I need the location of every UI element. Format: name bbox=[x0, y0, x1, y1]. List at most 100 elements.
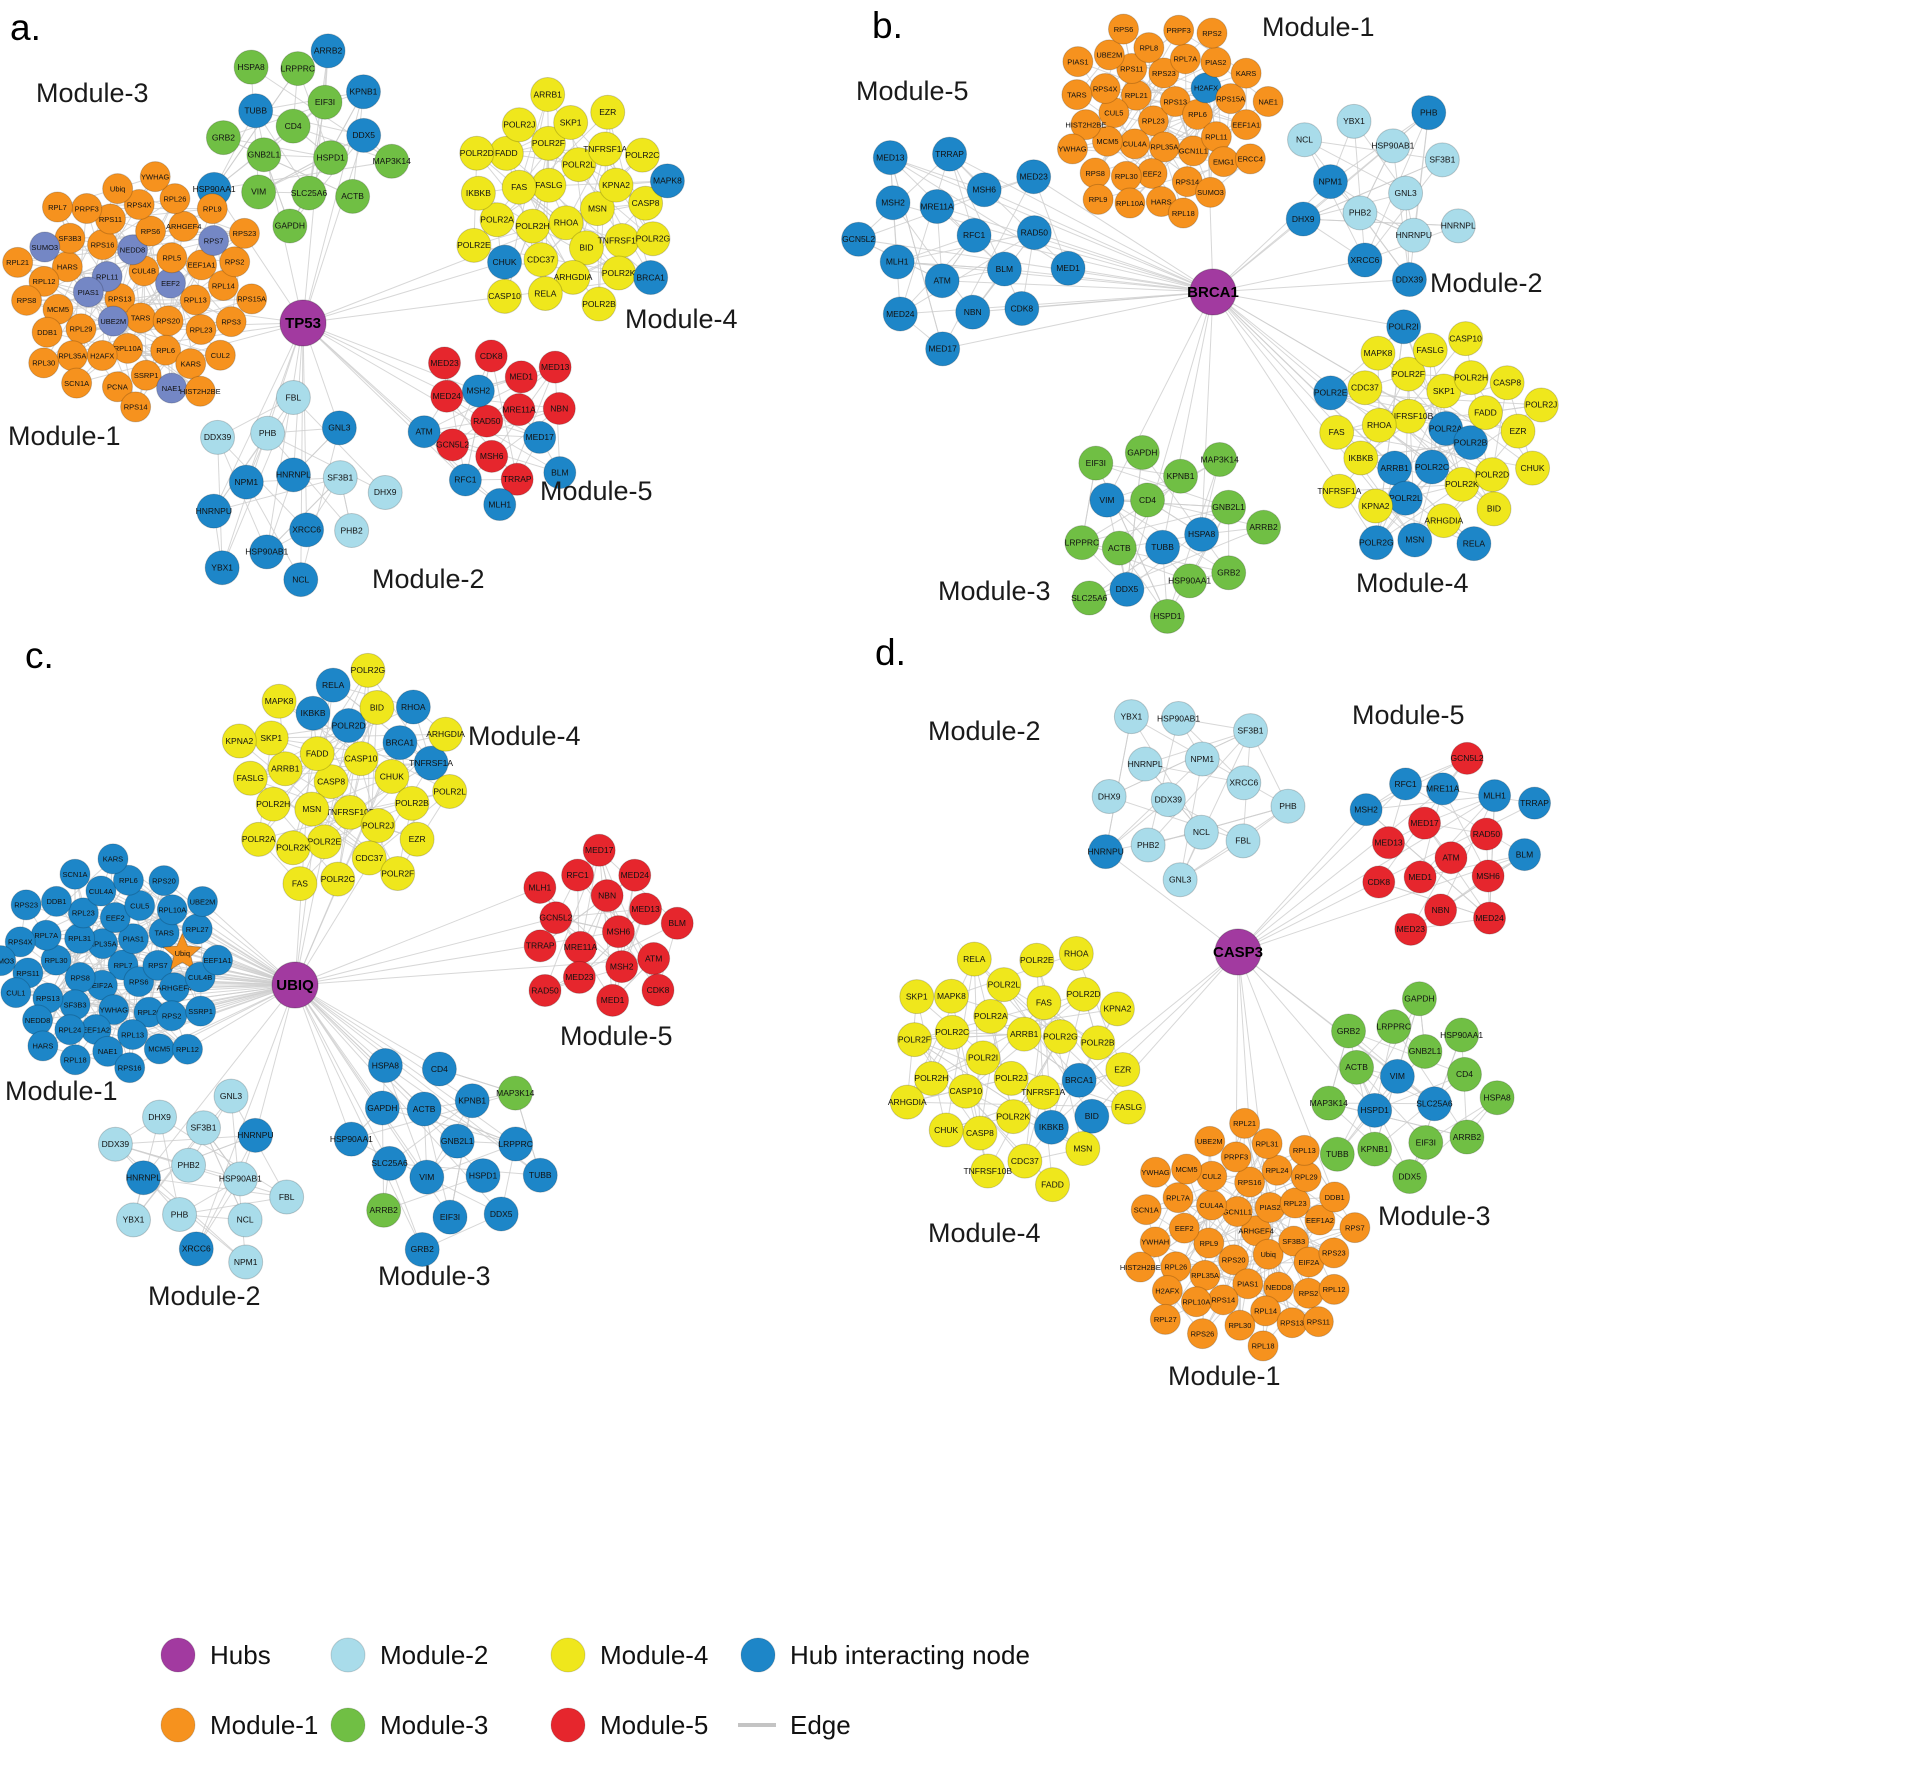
network-node[interactable]: HSP90AB1 bbox=[1371, 129, 1414, 163]
network-node[interactable]: TNFRSF10B bbox=[963, 1154, 1012, 1188]
network-node[interactable]: POLR2G bbox=[636, 222, 671, 256]
network-node[interactable]: RPS2 bbox=[1197, 18, 1227, 48]
network-node[interactable]: MAP3K14 bbox=[1201, 442, 1240, 476]
network-node[interactable]: MCM5 bbox=[144, 1034, 174, 1064]
network-node[interactable]: GNL3 bbox=[214, 1079, 248, 1113]
network-node[interactable]: MAPK8 bbox=[1361, 336, 1395, 370]
network-node[interactable]: KPNA2 bbox=[599, 168, 633, 202]
network-node[interactable]: DHX9 bbox=[368, 475, 402, 509]
network-node[interactable]: POLR2J bbox=[1524, 388, 1558, 422]
hub-node-tp53[interactable]: TP53 bbox=[280, 300, 326, 346]
network-node[interactable]: POLR2L bbox=[433, 774, 467, 808]
network-node[interactable]: RPL18 bbox=[1168, 198, 1198, 228]
network-node[interactable]: CHUK bbox=[1516, 451, 1550, 485]
network-node[interactable]: IKBKB bbox=[1034, 1110, 1068, 1144]
network-node[interactable]: POLR2K bbox=[1445, 467, 1479, 501]
network-node[interactable]: H2AFX bbox=[1152, 1276, 1182, 1306]
network-node[interactable]: DDX39 bbox=[98, 1127, 132, 1161]
network-node[interactable]: POLR2L bbox=[987, 968, 1021, 1002]
network-node[interactable]: BRCA1 bbox=[383, 726, 417, 760]
network-node[interactable]: DDX39 bbox=[201, 420, 235, 454]
network-node[interactable]: RPS13 bbox=[1277, 1308, 1307, 1338]
network-node[interactable]: POLR2H bbox=[1454, 361, 1488, 395]
hub-node-ubiq[interactable]: UBIQ bbox=[272, 962, 318, 1008]
network-node[interactable]: RPL30 bbox=[1111, 161, 1141, 191]
network-node[interactable]: MED13 bbox=[539, 351, 571, 383]
network-node[interactable]: ARRB1 bbox=[268, 752, 302, 786]
network-node[interactable]: MSH2 bbox=[462, 375, 494, 407]
network-node[interactable]: PHB bbox=[1412, 96, 1446, 130]
network-node[interactable]: TNFRSF1A bbox=[1317, 474, 1361, 508]
network-node[interactable]: MED17 bbox=[524, 421, 556, 453]
network-node[interactable]: SLC25A6 bbox=[1416, 1087, 1453, 1121]
network-node[interactable]: EEF2 bbox=[1169, 1213, 1199, 1243]
network-node[interactable]: CASP8 bbox=[1490, 366, 1524, 400]
network-node[interactable]: VIM bbox=[410, 1160, 444, 1194]
network-node[interactable]: PHB2 bbox=[335, 514, 369, 548]
network-node[interactable]: MED1 bbox=[1051, 251, 1085, 285]
network-node[interactable]: RPL24 bbox=[1262, 1155, 1292, 1185]
network-node[interactable]: RPL29 bbox=[1291, 1162, 1321, 1192]
network-node[interactable]: MED23 bbox=[429, 347, 461, 379]
network-node[interactable]: RAD50 bbox=[529, 974, 561, 1006]
network-node[interactable]: EMG1 bbox=[1209, 147, 1239, 177]
network-node[interactable]: POLR2H bbox=[256, 787, 290, 821]
network-node[interactable]: DDB1 bbox=[41, 886, 71, 916]
network-node[interactable]: POLR2H bbox=[516, 209, 550, 243]
network-node[interactable]: RPS23 bbox=[229, 218, 259, 248]
network-node[interactable]: DHX9 bbox=[1286, 202, 1320, 236]
network-node[interactable]: RELA bbox=[1457, 527, 1491, 561]
network-node[interactable]: HSP90AB1 bbox=[219, 1162, 262, 1196]
network-node[interactable]: MED1 bbox=[505, 361, 537, 393]
network-node[interactable]: POLR2J bbox=[994, 1061, 1028, 1095]
network-node[interactable]: HSP90AA1 bbox=[1168, 564, 1211, 598]
network-node[interactable]: XRCC6 bbox=[290, 513, 324, 547]
network-node[interactable]: HNRNPL bbox=[1128, 747, 1163, 781]
network-node[interactable]: POLR2E bbox=[307, 825, 341, 859]
network-node[interactable]: RPS14 bbox=[1208, 1285, 1238, 1315]
network-node[interactable]: KPNB1 bbox=[1358, 1132, 1392, 1166]
network-node[interactable]: DDX39 bbox=[1151, 783, 1185, 817]
network-node[interactable]: HNRNPU bbox=[196, 494, 232, 528]
network-node[interactable]: CDC37 bbox=[1008, 1144, 1042, 1178]
network-node[interactable]: ATM bbox=[408, 416, 440, 448]
network-node[interactable]: PHB2 bbox=[1343, 196, 1377, 230]
network-node[interactable]: MLH1 bbox=[880, 245, 914, 279]
network-node[interactable]: RPS26 bbox=[1187, 1319, 1217, 1349]
network-node[interactable]: SUMO3 bbox=[1196, 177, 1226, 207]
network-node[interactable]: CHUK bbox=[929, 1113, 963, 1147]
network-node[interactable]: VIM bbox=[1380, 1059, 1414, 1093]
network-node[interactable]: RFC1 bbox=[449, 464, 481, 496]
network-node[interactable]: GRB2 bbox=[1332, 1014, 1366, 1048]
network-node[interactable]: ARRB1 bbox=[531, 78, 565, 112]
network-node[interactable]: ACTB bbox=[407, 1092, 441, 1126]
network-node[interactable]: GNB2L1 bbox=[1212, 490, 1246, 524]
network-node[interactable]: MSN bbox=[295, 792, 329, 826]
network-node[interactable]: MSH6 bbox=[967, 173, 1001, 207]
network-node[interactable]: CASP10 bbox=[488, 279, 522, 313]
network-node[interactable]: KPNA2 bbox=[1100, 992, 1134, 1026]
network-node[interactable]: RPL7A bbox=[1163, 1183, 1193, 1213]
network-node[interactable]: KPNA2 bbox=[222, 724, 256, 758]
network-node[interactable]: KPNB1 bbox=[455, 1084, 489, 1118]
network-node[interactable]: CASP10 bbox=[949, 1074, 983, 1108]
network-node[interactable]: FBL bbox=[276, 381, 310, 415]
network-node[interactable]: TUBB bbox=[1320, 1137, 1354, 1171]
network-node[interactable]: MED23 bbox=[1395, 913, 1427, 945]
network-node[interactable]: GNL3 bbox=[1163, 863, 1197, 897]
network-node[interactable]: TARS bbox=[126, 303, 156, 333]
network-node[interactable]: CDK8 bbox=[642, 974, 674, 1006]
network-node[interactable]: PHB bbox=[163, 1198, 197, 1232]
network-node[interactable]: XRCC6 bbox=[1348, 243, 1382, 277]
network-node[interactable]: GNB2L1 bbox=[247, 138, 281, 172]
network-node[interactable]: RPS14 bbox=[121, 392, 151, 422]
network-node[interactable]: HSP90AB1 bbox=[1157, 702, 1200, 736]
network-node[interactable]: MED13 bbox=[1372, 827, 1404, 859]
network-node[interactable]: KARS bbox=[1231, 58, 1261, 88]
network-node[interactable]: CUL4A bbox=[1120, 129, 1150, 159]
network-node[interactable]: MCM5 bbox=[1172, 1154, 1202, 1184]
network-node[interactable]: MED17 bbox=[1409, 807, 1441, 839]
network-node[interactable]: UBE2M bbox=[187, 886, 217, 916]
network-node[interactable]: RPL12 bbox=[1319, 1274, 1349, 1304]
network-node[interactable]: UBE2M bbox=[1195, 1126, 1225, 1156]
